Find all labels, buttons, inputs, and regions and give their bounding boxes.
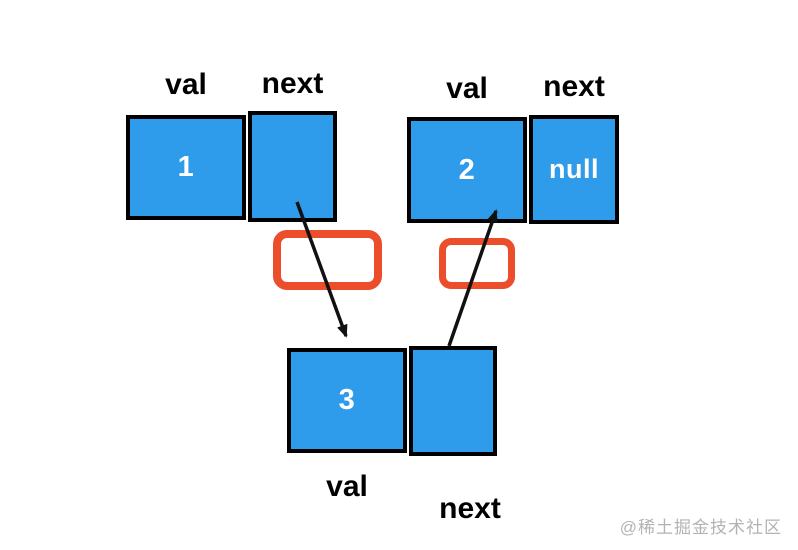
node2-next-label: next [543,70,605,103]
node2-val-label: val [446,72,488,105]
node1-next-cell [248,111,337,222]
watermark: @稀土掘金技术社区 [619,518,782,537]
node1-val-label: val [165,68,207,101]
node3-next-cell [409,346,497,456]
node3-next-label: next [439,492,501,525]
node3-val-cell: 3 [287,348,407,453]
node2-next-cell: null [529,115,619,224]
node1-val-cell: 1 [126,115,246,220]
pointer-highlight-box-1 [273,230,382,290]
node3-val-label: val [326,470,368,503]
pointer-highlight-box-2 [439,238,515,289]
node2-val-cell: 2 [407,117,527,223]
node1-next-label: next [261,67,324,100]
